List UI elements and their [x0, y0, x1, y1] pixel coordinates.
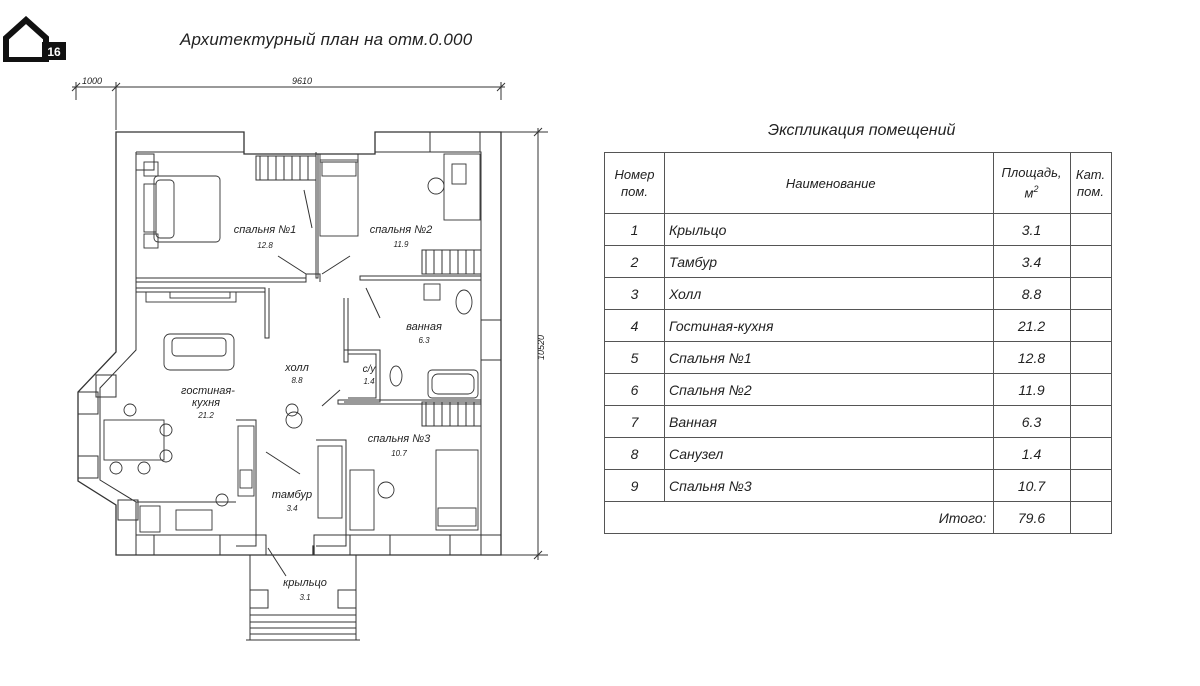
table-row: 8 Санузел 1.4 — [604, 437, 1112, 470]
room-label-living-kitchen-2: кухня — [192, 397, 220, 409]
table-row: 5 Спальня №1 12.8 — [604, 341, 1112, 374]
total-empty — [604, 501, 665, 534]
table-row: 9 Спальня №3 10.7 — [604, 469, 1112, 502]
table-row: 1 Крыльцо 3.1 — [604, 213, 1112, 246]
room-area-living-kitchen: 21.2 — [197, 411, 214, 420]
row-name: Холл — [664, 277, 994, 310]
row-area: 1.4 — [992, 437, 1071, 470]
logo-badge-text: 16 — [47, 45, 61, 59]
room-area-bathroom: 6.3 — [418, 336, 430, 345]
row-area: 3.1 — [992, 213, 1071, 246]
row-name: Тамбур — [664, 245, 994, 278]
row-name: Гостиная-кухня — [664, 309, 994, 342]
row-name: Ванная — [664, 405, 994, 438]
doors — [265, 189, 381, 577]
row-num: 8 — [604, 437, 665, 470]
row-name: Спальня №3 — [664, 469, 994, 502]
total-category — [1069, 501, 1112, 534]
house-logo-icon: 16 — [3, 16, 66, 62]
row-num: 6 — [604, 373, 665, 406]
header-num: Номер пом. — [604, 152, 665, 214]
inner-walls — [136, 152, 482, 547]
room-label-vestibule: тамбур — [272, 489, 312, 501]
header-category: Кат. пом. — [1069, 152, 1112, 214]
room-label-bedroom-1: спальня №1 — [234, 224, 297, 236]
table-row: 6 Спальня №2 11.9 — [604, 373, 1112, 406]
porch — [246, 555, 360, 641]
total-value: 79.6 — [992, 501, 1071, 534]
room-label-bathroom: ванная — [406, 321, 442, 333]
row-area: 3.4 — [992, 245, 1071, 278]
room-area-bedroom-1: 12.8 — [257, 241, 273, 250]
row-area: 11.9 — [992, 373, 1071, 406]
row-area: 8.8 — [992, 277, 1071, 310]
furniture — [103, 153, 481, 533]
explication-title: Экспликация помещений — [768, 122, 956, 139]
row-name: Спальня №1 — [664, 341, 994, 374]
row-category — [1069, 469, 1112, 502]
table-row: 7 Ванная 6.3 — [604, 405, 1112, 438]
room-label-porch: крыльцо — [283, 577, 327, 589]
total-row: Итого: 79.6 — [604, 501, 1112, 534]
dimension-offset: 1000 — [82, 76, 102, 86]
row-num: 1 — [604, 213, 665, 246]
room-label-bedroom-3: спальня №3 — [368, 433, 431, 445]
room-area-bedroom-2: 11.9 — [394, 240, 410, 249]
room-area-wc: 1.4 — [363, 377, 375, 386]
row-category — [1069, 373, 1112, 406]
row-category — [1069, 277, 1112, 310]
row-num: 4 — [604, 309, 665, 342]
row-category — [1069, 245, 1112, 278]
row-num: 9 — [604, 469, 665, 502]
room-area-hall: 8.8 — [291, 376, 303, 385]
room-label-hall: холл — [284, 362, 309, 374]
row-num: 3 — [604, 277, 665, 310]
room-area-porch: 3.1 — [299, 593, 310, 602]
room-label-wc: с/у — [363, 364, 377, 375]
row-area: 21.2 — [992, 309, 1071, 342]
dimension-width: 9610 — [292, 76, 312, 86]
header-name: Наименование — [664, 152, 994, 214]
dimension-height: 10520 — [536, 335, 546, 360]
total-label: Итого: — [664, 501, 994, 534]
room-area-bedroom-3: 10.7 — [391, 449, 407, 458]
row-category — [1069, 405, 1112, 438]
row-area: 6.3 — [992, 405, 1071, 438]
row-category — [1069, 341, 1112, 374]
room-label-bedroom-2: спальня №2 — [370, 224, 433, 236]
row-name: Крыльцо — [664, 213, 994, 246]
header-area: Площадь, м2 — [992, 152, 1071, 214]
row-name: Спальня №2 — [664, 373, 994, 406]
row-category — [1069, 309, 1112, 342]
floor-plan: 1000 9610 10520 спальня №1 12.8 спальня … — [71, 76, 548, 641]
table-row: 4 Гостиная-кухня 21.2 — [604, 309, 1112, 342]
row-num: 7 — [604, 405, 665, 438]
row-num: 2 — [604, 245, 665, 278]
plan-title: Архитектурный план на отм.0.000 — [180, 30, 473, 49]
table-row: 3 Холл 8.8 — [604, 277, 1112, 310]
room-label-living-kitchen-1: гостиная- — [181, 385, 235, 397]
explication-table: Номер пом. Наименование Площадь, м2 Кат.… — [604, 152, 1112, 534]
row-area: 12.8 — [992, 341, 1071, 374]
table-row: 2 Тамбур 3.4 — [604, 245, 1112, 278]
dimension-lines — [71, 82, 548, 560]
row-name: Санузел — [664, 437, 994, 470]
room-area-vestibule: 3.4 — [286, 504, 298, 513]
row-area: 10.7 — [992, 469, 1071, 502]
row-category — [1069, 437, 1112, 470]
row-num: 5 — [604, 341, 665, 374]
row-category — [1069, 213, 1112, 246]
